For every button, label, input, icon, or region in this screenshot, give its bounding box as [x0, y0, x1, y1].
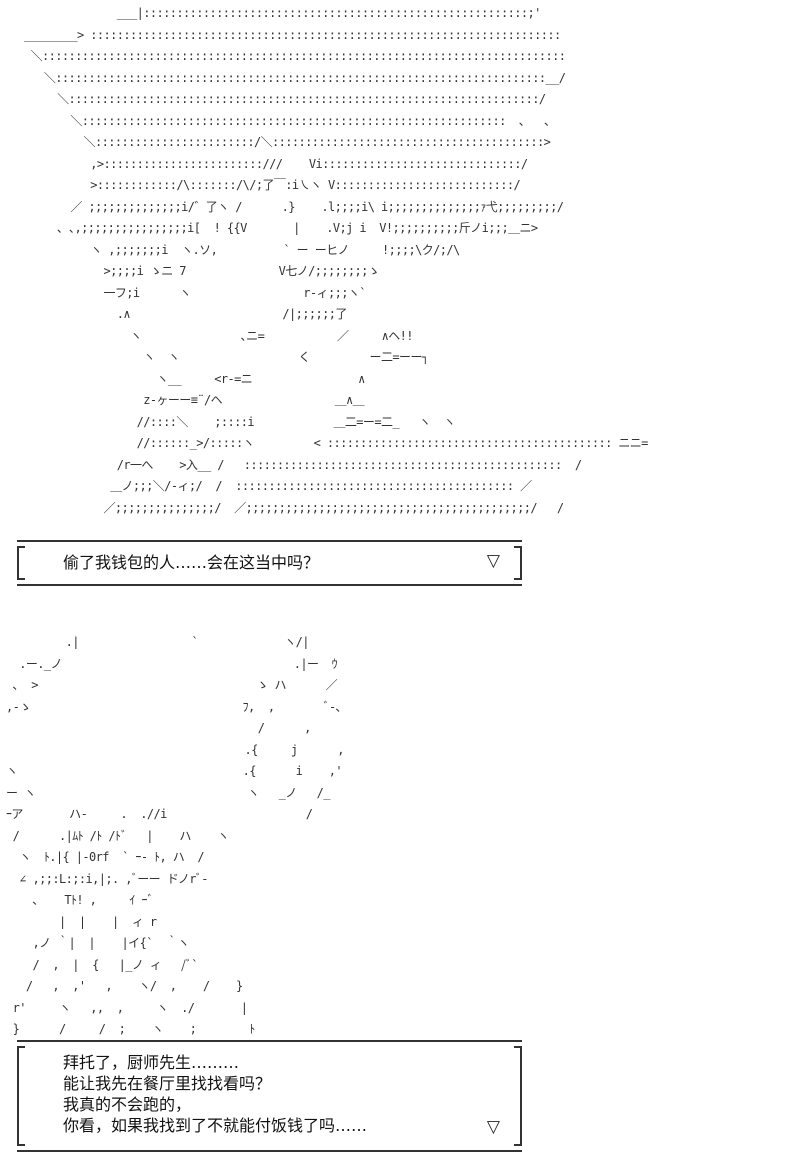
ascii-art-line: ｰア ハ- . .//i /	[6, 807, 313, 821]
ascii-art-line: .{ j ,	[6, 742, 344, 757]
ascii-art-line: ー ヽ ヽ _ノ /_	[6, 785, 330, 800]
ascii-art-line: ＼:::::::::::::::::::::::::::::::::::::::…	[24, 49, 566, 63]
ascii-art-line: ,-ゝ ﾌ, , ﾞ-､	[6, 699, 342, 714]
ascii-art-line: / ,	[6, 721, 312, 735]
dialog-2-text: 拜托了，厨师先生……… 能让我先在餐厅里找找看吗？ 我真的不会跑的， 你看，如果…	[63, 1052, 367, 1136]
ascii-art-line: /r一へ >入__ / ::::::::::::::::::::::::::::…	[24, 457, 582, 472]
ascii-art-line: >;;;;i ゝニ 7 V七ノ/;;;;;;;;ゝ	[24, 264, 380, 278]
dialog-2-line: 拜托了，厨师先生………	[63, 1053, 240, 1072]
ascii-art-line: ＼:::::::::::::::::::::::::::::::::::::::…	[24, 113, 550, 128]
ascii-art-line: ヽ .{ i ,'	[6, 764, 343, 778]
ascii-art-line: >::::::::::::/\:::::::/\/;了￣:i㇏ヽ V::::::…	[24, 178, 521, 192]
ascii-art-line: .| ` ヽ/|	[6, 635, 310, 649]
dialog-2-line: 我真的不会跑的，	[63, 1095, 192, 1114]
ascii-art-line: ヽ ､ニ= ／ ∧ヘ!!	[24, 328, 413, 343]
ascii-art-line: / , ,' , ヽ/ , / }	[6, 979, 243, 993]
ascii-art-line: ,ノ ｀| | |イ{` ｀ヽ	[6, 936, 189, 950]
next-arrow-icon: ▽	[486, 1117, 500, 1137]
ascii-art-line: ヽ__ <r-=ニ ∧	[24, 371, 365, 386]
dialog-box-2: 拜托了，厨师先生……… 能让我先在餐厅里找找看吗？ 我真的不会跑的， 你看，如果…	[17, 1040, 522, 1152]
dialog-1-line: 偷了我钱包的人……会在这当中吗？	[63, 553, 320, 572]
ascii-art-line: ________> ::::::::::::::::::::::::::::::…	[24, 27, 561, 42]
ascii-art-line: ＼::::::::::::::::::::::::/＼:::::::::::::…	[24, 135, 551, 149]
ascii-art-line: z-ヶーー≡¨/ヘ ＿∧＿	[24, 393, 365, 407]
ascii-art-line: ,>::::::::::::::::::::::::/// Vi::::::::…	[24, 156, 528, 171]
ascii-art-line: | | | ィ r	[6, 914, 157, 929]
ascii-art-line: ヽ ﾄ.|{ |-0rf ` ｰ- ﾄ, ハ /	[6, 850, 204, 864]
ascii-art-line: ヽ ,;;;;;;;i ヽ.ソ, ` ー ーヒノ !;;;;\ク/;/\	[24, 242, 460, 257]
next-arrow-icon: ▽	[486, 551, 500, 571]
ascii-art-line: ､ > ゝ ハ ／	[6, 678, 338, 692]
dialog-1-text: 偷了我钱包的人……会在这当中吗？	[63, 552, 319, 573]
ascii-art-line: .ー._ノ .|ー ｳ	[6, 656, 338, 671]
ascii-art-line: ___|::::::::::::::::::::::::::::::::::::…	[24, 6, 542, 20]
ascii-art-panel-2: .| ` ヽ/| .ー._ノ .|ー ｳ ､ > ゝ ハ ／ ,-ゝ ﾌ, , ﾞ…	[6, 632, 344, 1041]
ascii-art-line: } / / ; ヽ ; ﾄ	[6, 1022, 256, 1036]
ascii-art-panel-1: ___|::::::::::::::::::::::::::::::::::::…	[24, 3, 648, 519]
ascii-art-line: ／ ;;;;;;;;;;;;;;i/゛了ヽ / .} .l;;;;i\ i;;;…	[24, 199, 564, 214]
ascii-art-line: ＼:::::::::::::::::::::::::::::::::::::::…	[24, 92, 546, 106]
ascii-art-line: ､ Tﾄ! , ｲ ｰﾞ	[6, 893, 153, 907]
ascii-art-line: //::::＼ ;::::i ＿二=ー=二_ ヽ ヽ	[24, 414, 456, 429]
ascii-art-line: //::::::_>/:::::ヽ < ::::::::::::::::::::…	[24, 436, 649, 450]
ascii-art-line: ､ ､,;;;;;;;;;;;;;;;;i[ ! {{V | .V;j i V!…	[24, 221, 538, 235]
ascii-art-line: ヽ ヽ く ー二=ーー┐	[24, 350, 429, 364]
ascii-art-line: .∧ /|;;;;;;了	[24, 307, 348, 321]
ascii-art-line: ＿ノ;;;＼/-ィ;/ / ::::::::::::::::::::::::::…	[24, 479, 532, 493]
ascii-art-line: r' ヽ ,, , ヽ ./ |	[6, 1000, 248, 1015]
ascii-art-line: ＼:::::::::::::::::::::::::::::::::::::::…	[24, 70, 566, 85]
ascii-art-line: 一フ;i ヽ r-ィ;;;ヽ`	[24, 285, 366, 300]
ascii-art-line: / .|ﾑﾄ /ﾄ /ﾄﾞ | ハ ヽ	[6, 828, 230, 843]
ascii-art-line: ∠ ,;;:L:;:i,|;. ,ﾞーー ドノrﾞ-	[6, 871, 208, 886]
dialog-2-line: 你看，如果我找到了不就能付饭钱了吗……	[63, 1116, 368, 1135]
ascii-art-line: / , | { |_ノ ィ /ﾞ`	[6, 957, 198, 972]
ascii-art-line: ／;;;;;;;;;;;;;;;/ ／;;;;;;;;;;;;;;;;;;;;;…	[24, 500, 564, 515]
dialog-2-line: 能让我先在餐厅里找找看吗？	[63, 1074, 272, 1093]
dialog-box-1: 偷了我钱包的人……会在这当中吗？ ▽	[17, 540, 522, 586]
